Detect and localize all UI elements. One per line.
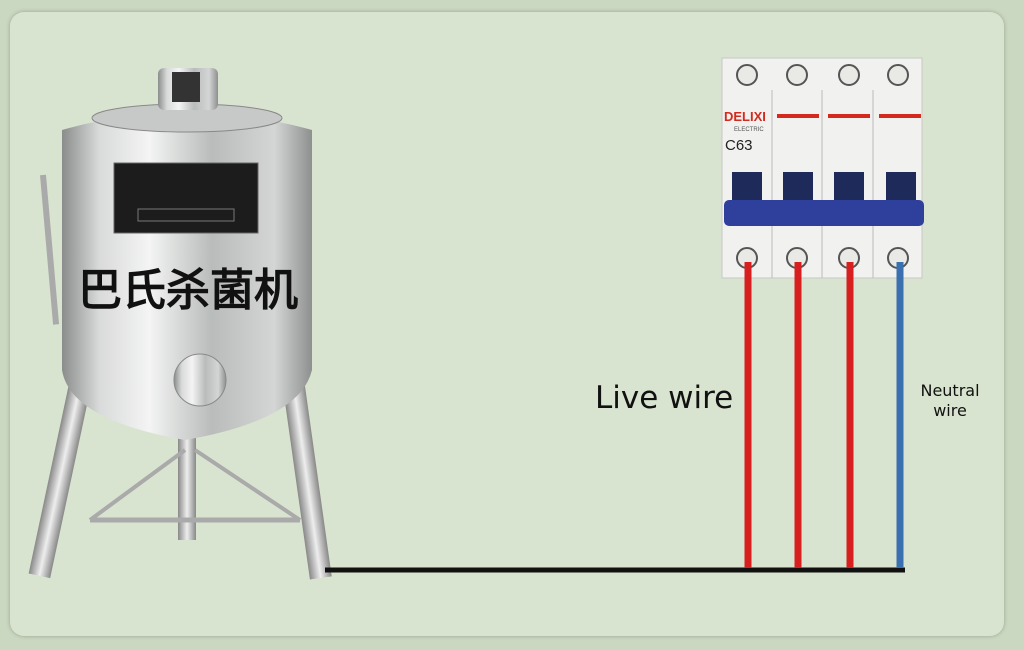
tank-leg (282, 378, 332, 580)
breaker-brand: DELIXI (724, 109, 766, 124)
neutral-label-line1: Neutral (920, 381, 980, 400)
breaker-toggle-bar (724, 200, 924, 226)
circuit-breaker: DELIXI ELECTRIC C63 (721, 57, 924, 279)
neutral-label-line2: wire (933, 401, 967, 420)
live-wire-label: Live wire (595, 380, 734, 416)
breaker-sub: ELECTRIC (734, 127, 764, 133)
pasteurizer-machine (28, 68, 332, 580)
neutral-wire-label: Neutral wire (912, 381, 988, 421)
control-panel (113, 162, 259, 234)
tank-leg (28, 377, 92, 579)
breaker-rating: C63 (725, 137, 753, 154)
machine-label: 巴氏杀菌机 (78, 265, 298, 316)
